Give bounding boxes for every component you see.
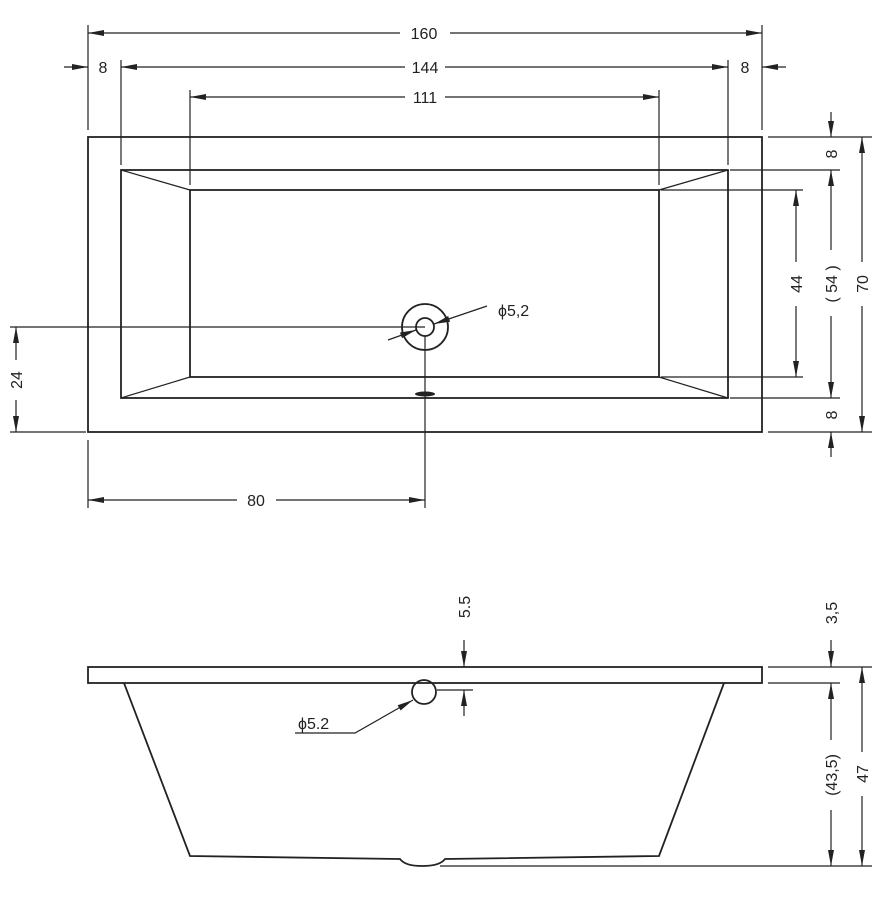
label-rim-right: 8 (741, 60, 750, 77)
dimension-24 (10, 326, 425, 433)
extension-lines-top (87, 25, 763, 185)
label-rim-bottom: 8 (824, 410, 841, 419)
label-rim-top: 8 (824, 149, 841, 158)
label-drain-diameter: ϕ5,2 (498, 303, 529, 320)
label-drain-depth: 5.5 (457, 596, 474, 618)
label-rim-left: 8 (99, 60, 108, 77)
label-floor-length: 111 (413, 90, 437, 107)
label-inner-length: 144 (412, 60, 439, 77)
label-overall-height: 47 (855, 765, 872, 783)
label-drain-offset-y: 24 (9, 371, 26, 389)
top-view: 160 8 144 8 111 44 (9, 25, 872, 510)
label-drain-offset-x: 80 (247, 493, 265, 510)
label-rim-thickness: 3,5 (824, 602, 841, 624)
label-inner-depth: (43,5) (824, 754, 841, 796)
overflow-circle (411, 679, 437, 705)
dimension-80 (87, 336, 426, 508)
dimension-5-5 (437, 640, 473, 716)
side-body-outline (123, 682, 725, 867)
label-overflow-diameter: ϕ5.2 (298, 716, 329, 733)
side-rim-outline (87, 666, 763, 684)
overflow-diameter-leader (295, 699, 414, 734)
extension-lines-side (440, 666, 872, 867)
label-floor-width: 44 (789, 275, 806, 293)
label-inner-width: ( 54 ) (824, 265, 841, 302)
label-overall-width: 70 (855, 275, 872, 293)
drain-diameter-leader (387, 305, 488, 341)
side-view: 5.5 ϕ5.2 3,5 (43,5) 47 (87, 596, 872, 867)
basin-slope-lines (120, 169, 729, 399)
label-overall-length: 160 (411, 26, 438, 43)
extension-lines-right (661, 136, 872, 433)
